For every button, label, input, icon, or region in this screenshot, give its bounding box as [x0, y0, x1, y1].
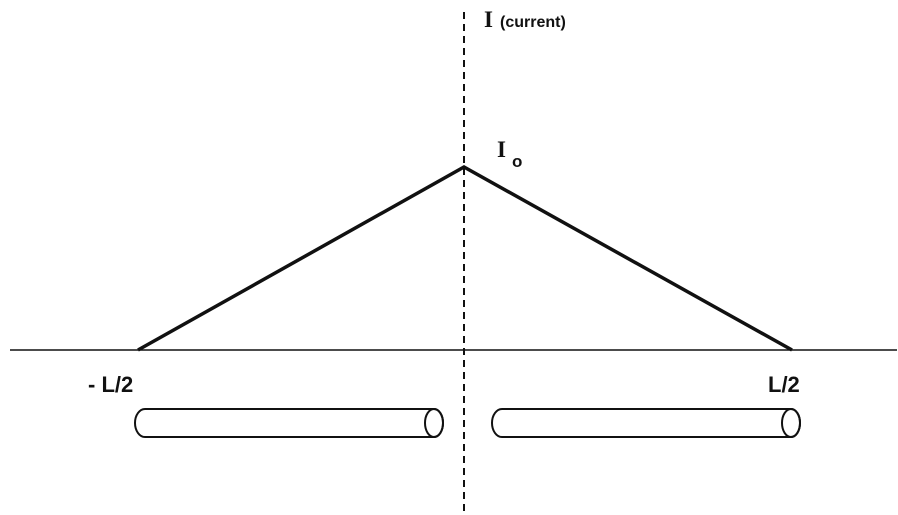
axis-symbol-label: I: [484, 7, 493, 32]
right-antenna-rod: [491, 408, 801, 438]
peak-symbol-label: I: [497, 137, 506, 162]
left-antenna-rod: [134, 408, 444, 438]
left-end-label: - L/2: [88, 372, 133, 397]
peak-subscript-label: o: [512, 152, 522, 171]
axis-name-label: (current): [500, 14, 566, 31]
current-distribution-line: [137, 164, 793, 352]
right-end-label: L/2: [768, 372, 800, 397]
